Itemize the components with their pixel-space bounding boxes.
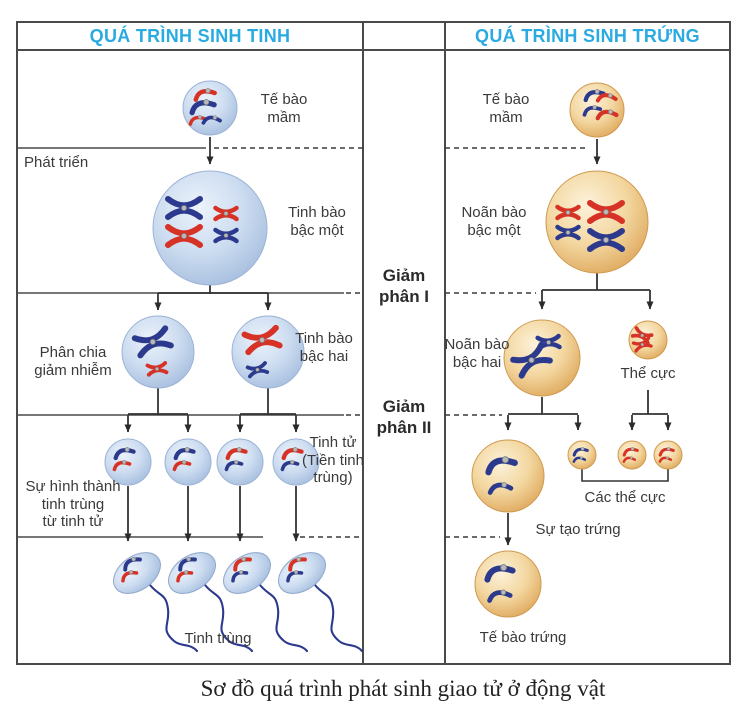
spermatid-cells bbox=[104, 438, 320, 486]
label-phat-trien: Phát triển bbox=[24, 154, 89, 171]
sperm-cells bbox=[113, 552, 364, 653]
primary-spermatocyte-cell bbox=[152, 170, 268, 286]
primary-oocyte-cell bbox=[545, 170, 649, 274]
secondary-oocyte-cell bbox=[503, 319, 581, 397]
polar-body-cells bbox=[567, 440, 683, 470]
label-polar-bodies: Các thể cực bbox=[584, 489, 666, 506]
label-meiosis-2: Giảm phân II bbox=[376, 397, 432, 438]
label-sperm: Tinh trùng bbox=[184, 630, 252, 647]
egg-cell bbox=[474, 550, 542, 618]
header-spermatogenesis: QUÁ TRÌNH SINH TINH bbox=[89, 26, 291, 46]
ootid-cell bbox=[471, 439, 545, 513]
first-polar-body-cell bbox=[628, 320, 668, 360]
header-oogenesis: QUÁ TRÌNH SINH TRỨNG bbox=[475, 26, 700, 46]
label-reduction-division: Phân chia giảm nhiễm bbox=[34, 344, 112, 379]
label-germ-cell-left: Tế bào mầm bbox=[260, 91, 308, 126]
secondary-spermatocyte-cells bbox=[121, 315, 305, 389]
label-secondary-spermatocyte: Tinh bào bậc hai bbox=[295, 330, 353, 365]
diagram-caption: Sơ đồ quá trình phát sinh giao tử ở động… bbox=[200, 676, 606, 701]
label-primary-spermatocyte: Tinh bào bậc một bbox=[288, 204, 346, 239]
label-egg-cell: Tế bào trứng bbox=[479, 629, 567, 646]
label-meiosis-1: Giảm phân I bbox=[378, 266, 430, 307]
germ-cell-sperm-line bbox=[182, 80, 238, 136]
table-frame bbox=[16, 21, 731, 665]
germ-cell-egg-line bbox=[569, 82, 625, 138]
label-germ-cell-right: Tế bào mầm bbox=[482, 91, 530, 126]
label-sperm-formation: Sự hình thành tinh trùng từ tinh tử bbox=[25, 478, 121, 531]
flow-arrows bbox=[124, 137, 672, 546]
label-egg-formation: Sự tạo trứng bbox=[535, 521, 621, 538]
phase-dashed-lines bbox=[214, 147, 586, 538]
label-secondary-oocyte: Noãn bào bậc hai bbox=[444, 336, 510, 371]
label-primary-oocyte: Noãn bào bậc một bbox=[461, 204, 527, 239]
label-spermatid: Tinh tử (Tiền tinh trùng) bbox=[302, 434, 364, 487]
label-polar-body: Thể cực bbox=[620, 365, 676, 382]
